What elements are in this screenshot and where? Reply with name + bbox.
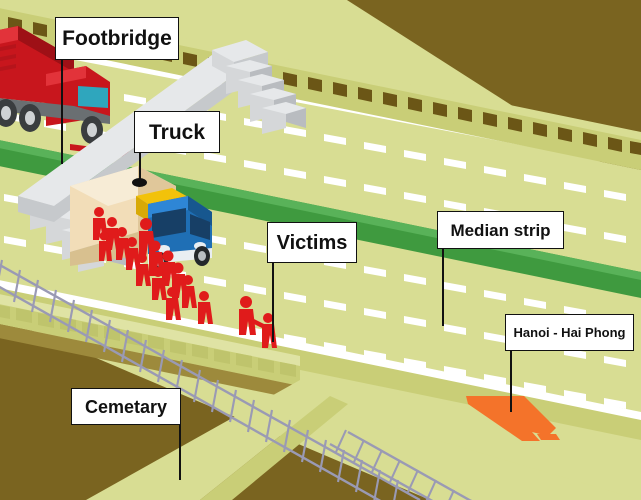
cemetary-access-road: [86, 380, 348, 500]
route-leader-line: [510, 350, 512, 412]
callout-route-hanoi-hai-phong[interactable]: Hanoi - Hai Phong: [505, 314, 634, 351]
callout-cemetary[interactable]: Cemetary: [71, 388, 181, 425]
median-strip-leader-line: [442, 248, 444, 326]
footbridge-stairs-right: [226, 60, 306, 134]
truck-leader-line: [139, 152, 141, 182]
near-road-edge-line: [0, 280, 641, 422]
truck-pointer-dot: [132, 178, 147, 187]
viaduct-underside: [0, 324, 300, 400]
traffic-direction-arrow: [466, 396, 560, 441]
callout-victims[interactable]: Victims: [267, 222, 357, 263]
cemetary-leader-line: [179, 424, 181, 480]
callout-footbridge[interactable]: Footbridge: [55, 17, 179, 60]
victims-leader-line: [272, 262, 274, 342]
footbridge-leader-line: [61, 60, 63, 164]
callout-median-strip[interactable]: Median strip: [437, 211, 564, 249]
callout-truck[interactable]: Truck: [134, 111, 220, 153]
pedestrian-silhouettes: [93, 207, 277, 348]
railway-track: [0, 259, 472, 500]
